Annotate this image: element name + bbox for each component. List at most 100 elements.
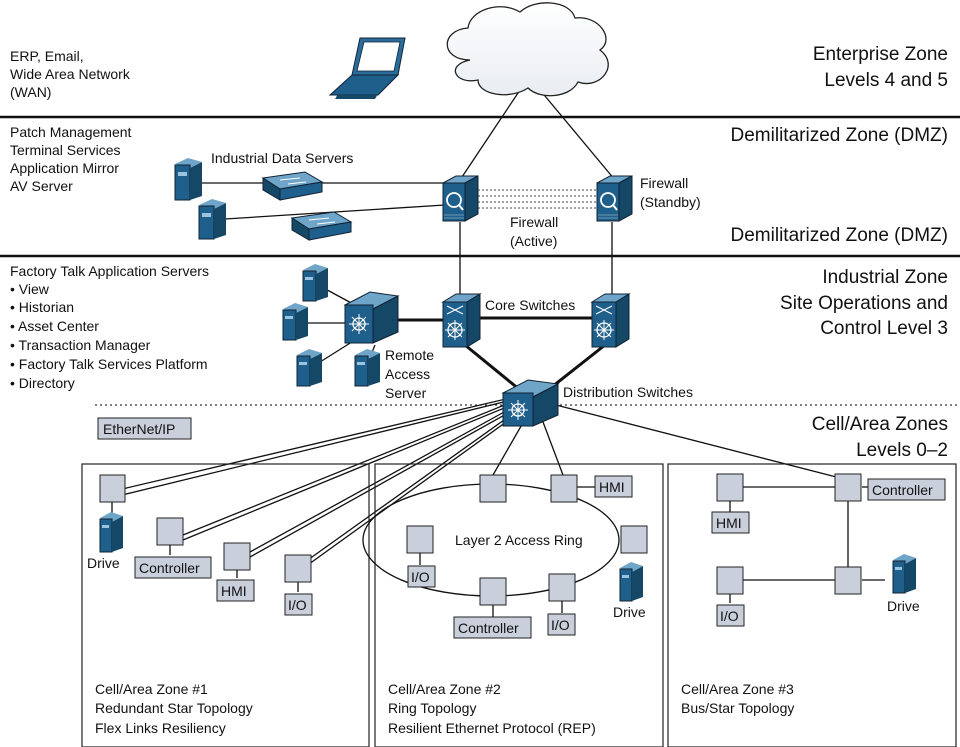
z1-hmi-tag: HMI <box>221 583 247 599</box>
z1-title-2: Redundant Star Topology <box>95 700 253 716</box>
cell-zones-levels: Levels 0–2 <box>856 440 948 461</box>
z3-io-tag: I/O <box>720 608 739 624</box>
z3-hmi-tag-box <box>711 511 750 534</box>
z3-node-hmi <box>716 473 744 502</box>
z2-io-tag: I/O <box>411 569 430 585</box>
remote-access-label-1: Remote <box>385 347 434 363</box>
industrial-text-2: • View <box>10 281 50 297</box>
z1-io-tag: I/O <box>288 597 307 613</box>
z2-io-tag-box <box>407 565 436 588</box>
z2-node-bottom-left <box>479 577 507 606</box>
firewall-active-label-2: (Active) <box>510 233 557 249</box>
dmz-switch-2 <box>290 211 353 241</box>
z2-drive-label: Drive <box>613 604 646 620</box>
z3-node-drive <box>834 566 862 595</box>
industrial-text-3: • Historian <box>10 299 74 315</box>
firewall-standby-icon <box>596 175 633 222</box>
ethernet-ip-tag-box <box>97 417 192 440</box>
z1-controller-tag: Controller <box>139 560 200 576</box>
cell-zone-1-box <box>81 463 370 747</box>
z3-controller-tag-box <box>867 478 946 501</box>
wan-cloud <box>446 2 609 97</box>
z2-hmi-tag: HMI <box>599 479 625 495</box>
z1-title-1: Cell/Area Zone #1 <box>95 681 208 697</box>
dmz-switch-1 <box>261 171 324 201</box>
distribution-switch-icon <box>501 379 560 427</box>
z3-drive-icon <box>892 554 916 594</box>
industrial-text-6: • Factory Talk Services Platform <box>10 356 208 372</box>
z1-controller-tag-box <box>134 556 212 579</box>
industrial-text-7: • Directory <box>10 375 75 391</box>
z2-title-3: Resilient Ethernet Protocol (REP) <box>388 720 596 736</box>
app-server-4 <box>354 349 380 387</box>
enterprise-text-2: Wide Area Network <box>10 66 131 82</box>
z2-node-left <box>406 525 434 554</box>
firewall-active-icon <box>442 175 479 222</box>
firewall-standby-label-2: (Standby) <box>640 194 701 210</box>
dmz-text-2: Terminal Services <box>10 142 120 158</box>
ethernet-ip-tag: EtherNet/IP <box>103 421 175 437</box>
enterprise-zone-title: Enterprise Zone <box>813 44 948 65</box>
z2-ring-label: Layer 2 Access Ring <box>455 532 583 548</box>
z3-io-tag-box <box>716 604 745 627</box>
firewall-active-label-1: Firewall <box>510 214 558 230</box>
z3-node-controller <box>834 473 862 502</box>
dmz-text-1: Patch Management <box>10 124 132 140</box>
app-server-2 <box>282 303 308 341</box>
z2-node-top-right <box>550 474 578 503</box>
z2-controller-tag: Controller <box>458 620 519 636</box>
z1-node-drive <box>99 474 126 503</box>
z2-controller-tag-box <box>453 616 532 639</box>
cell-zone-2-box <box>374 463 664 747</box>
z1-node-hmi <box>223 542 251 571</box>
laptop-icon <box>328 37 406 99</box>
z3-title-1: Cell/Area Zone #3 <box>681 681 794 697</box>
industrial-text-5: • Transaction Manager <box>10 337 151 353</box>
enterprise-text-3: (WAN) <box>10 84 51 100</box>
dmz-title-bottom: Demilitarized Zone (DMZ) <box>731 225 948 246</box>
core-switch-2-icon <box>590 293 631 348</box>
enterprise-text-1: ERP, Email, <box>10 48 84 64</box>
industrial-zone-line2: Site Operations and <box>780 293 948 314</box>
z1-node-controller <box>156 517 184 546</box>
dmz-title-top: Demilitarized Zone (DMZ) <box>731 125 948 146</box>
industrial-text-1: Factory Talk Application Servers <box>10 263 209 279</box>
industrial-zone-title: Industrial Zone <box>822 267 948 288</box>
z1-drive-label: Drive <box>87 555 120 571</box>
distribution-switches-label: Distribution Switches <box>563 384 693 400</box>
links <box>111 89 885 617</box>
core-switches-label: Core Switches <box>485 297 575 313</box>
app-server-1 <box>302 264 328 302</box>
z2-title-2: Ring Topology <box>388 700 476 716</box>
dmz-server-2 <box>198 199 226 240</box>
z1-node-io <box>284 554 312 583</box>
remote-access-label-2: Access <box>385 366 430 382</box>
z1-hmi-tag-box <box>216 579 255 602</box>
z3-node-io <box>716 566 744 595</box>
z2-node-top-left <box>479 474 507 503</box>
remote-access-label-3: Server <box>385 385 427 401</box>
z2-io2-tag: I/O <box>551 617 570 633</box>
cell-zone-3-box <box>667 463 957 747</box>
z2-hmi-tag-box <box>594 475 633 498</box>
cell-zones-title: Cell/Area Zones <box>812 414 948 435</box>
z3-hmi-tag: HMI <box>716 515 742 531</box>
dmz-text-4: AV Server <box>10 178 73 194</box>
industrial-text-4: • Asset Center <box>10 318 99 334</box>
app-server-3 <box>296 349 322 387</box>
dmz-text-3: Application Mirror <box>10 160 119 176</box>
z2-node-right <box>620 525 648 554</box>
z3-controller-tag: Controller <box>872 482 933 498</box>
firewall-standby-label-1: Firewall <box>640 175 688 191</box>
z2-io2-tag-box <box>547 613 576 636</box>
z2-node-bottom-right <box>548 573 576 602</box>
z1-drive-icon <box>99 512 123 553</box>
z3-drive-label: Drive <box>887 598 920 614</box>
z1-io-tag-box <box>284 593 313 616</box>
z1-title-3: Flex Links Resiliency <box>95 720 226 736</box>
enterprise-zone-levels: Levels 4 and 5 <box>824 70 948 91</box>
z2-drive-icon <box>619 562 643 602</box>
core-switch-1-icon <box>441 293 482 348</box>
z2-title-1: Cell/Area Zone #2 <box>388 681 501 697</box>
